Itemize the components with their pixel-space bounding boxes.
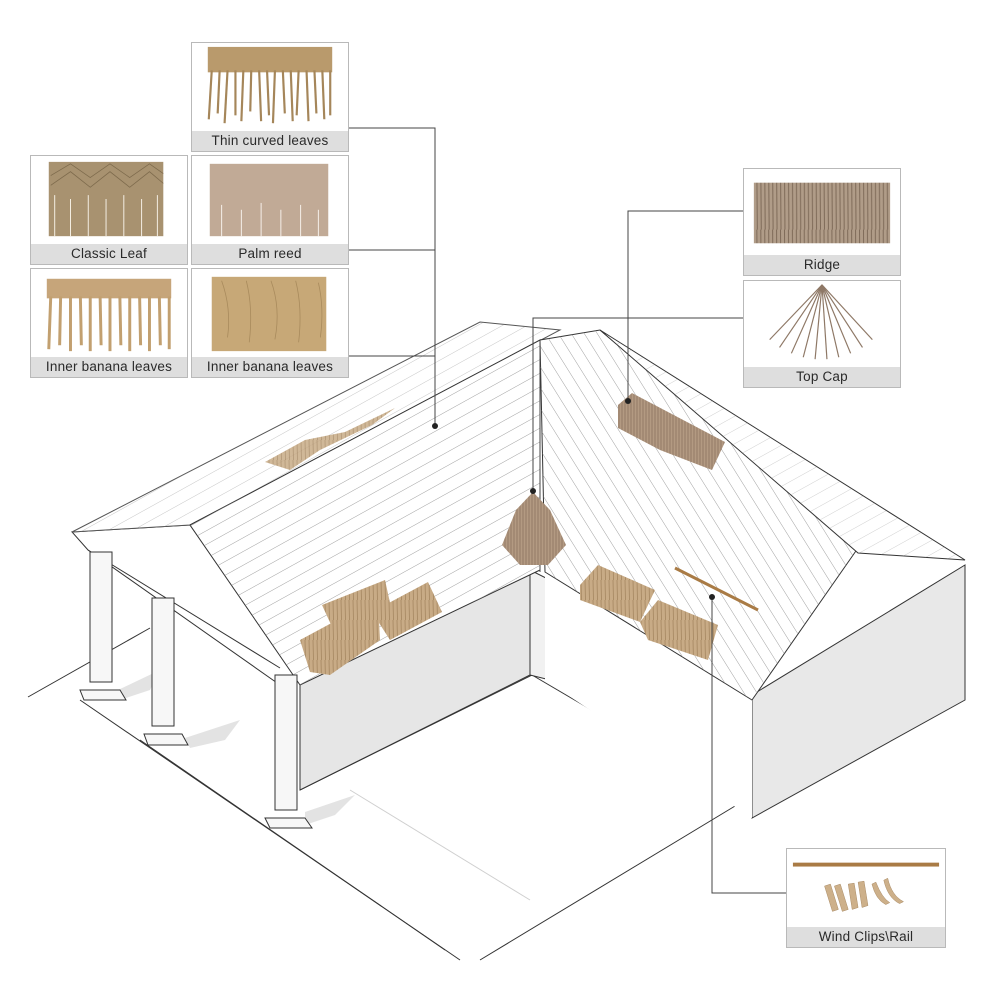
leader-dot-ridge [625, 398, 631, 404]
leader-lines [348, 127, 786, 894]
inner-banana-leaves-2-image [192, 269, 348, 357]
card-label: Inner banana leaves [31, 357, 187, 377]
card-palm-reed: Palm reed [191, 155, 349, 265]
wind-clips-rail-image [787, 849, 945, 927]
card-label: Top Cap [744, 367, 900, 387]
card-ridge: Ridge [743, 168, 901, 276]
palm-reed-image [192, 156, 348, 244]
classic-leaf-image [31, 156, 187, 244]
card-inner-banana-leaves-2: Inner banana leaves [191, 268, 349, 378]
card-top-cap: Top Cap [743, 280, 901, 388]
card-label: Inner banana leaves [192, 357, 348, 377]
card-classic-leaf: Classic Leaf [30, 155, 188, 265]
inner-banana-leaves-1-image [31, 269, 187, 357]
leader-dot-thin-curved [432, 423, 438, 429]
card-wind-clips-rail: Wind Clips\Rail [786, 848, 946, 948]
leader-dot-top-cap [530, 488, 536, 494]
card-inner-banana-leaves-1: Inner banana leaves [30, 268, 188, 378]
thin-curved-leaves-image [192, 43, 348, 131]
card-label: Palm reed [192, 244, 348, 264]
column-shadows [118, 670, 355, 825]
leader-dot-wind-clips [709, 594, 715, 600]
card-label: Classic Leaf [31, 244, 187, 264]
card-label: Ridge [744, 255, 900, 275]
card-thin-curved-leaves: Thin curved leaves [191, 42, 349, 152]
porch-columns [79, 551, 313, 829]
ridge-image [744, 169, 900, 255]
card-label: Thin curved leaves [192, 131, 348, 151]
roof-thatch-samples [265, 393, 759, 675]
top-cap-image [744, 281, 900, 367]
card-label: Wind Clips\Rail [787, 927, 945, 947]
